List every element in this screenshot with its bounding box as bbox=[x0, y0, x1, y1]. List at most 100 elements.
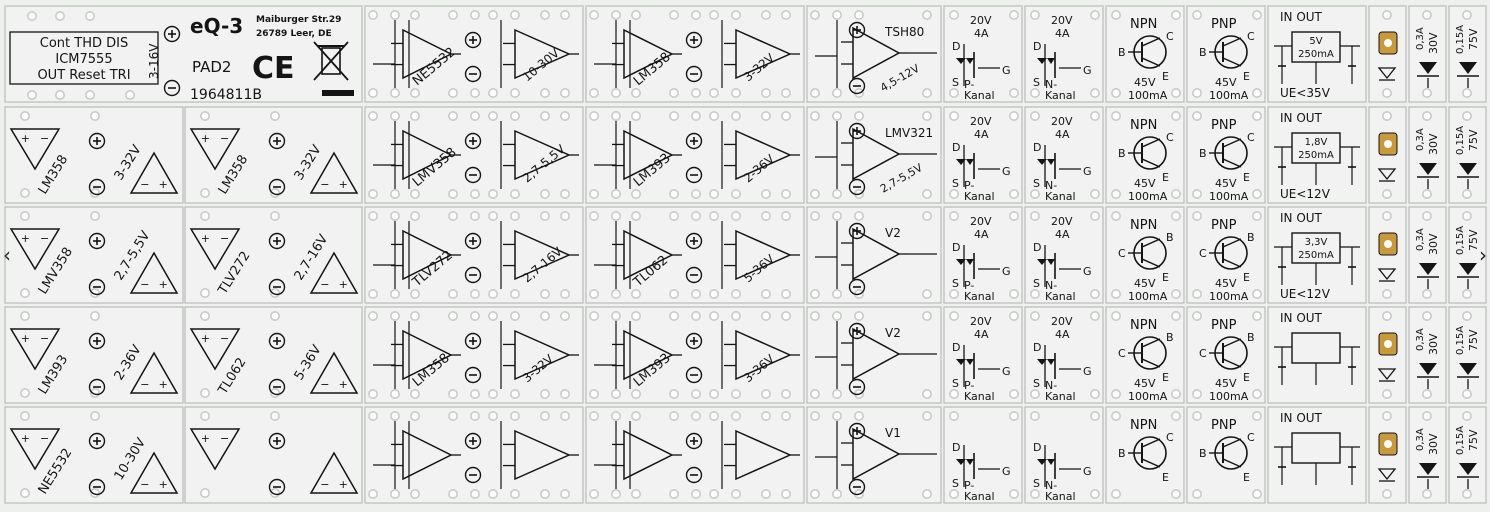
zener-voltage: 30V bbox=[1427, 333, 1440, 355]
minus-pin-icon bbox=[88, 478, 106, 496]
via-hole bbox=[1090, 189, 1101, 200]
pin-label-collector: B bbox=[1166, 231, 1174, 244]
via-hole bbox=[610, 288, 621, 299]
via-hole bbox=[367, 111, 378, 122]
pin-sign-label: + bbox=[159, 378, 168, 391]
via-hole bbox=[760, 111, 771, 122]
mosfet-voltage: 20V bbox=[970, 115, 992, 128]
via-hole bbox=[409, 88, 420, 99]
via-hole bbox=[610, 10, 621, 20]
via-hole bbox=[469, 189, 480, 200]
pin-sign-label: + bbox=[159, 178, 168, 191]
plus-pin-icon bbox=[848, 21, 866, 39]
regulator-io-label: IN OUT bbox=[1280, 311, 1323, 325]
via-hole bbox=[1171, 189, 1182, 200]
via-hole bbox=[367, 310, 378, 321]
via-hole bbox=[1008, 310, 1019, 321]
zener-diode-icon bbox=[1419, 263, 1437, 275]
via-hole bbox=[90, 111, 101, 122]
diode-current: 0,15A bbox=[1455, 126, 1466, 155]
timer-chip-name: ICM7555 bbox=[55, 52, 112, 67]
pin-label-base: B bbox=[1118, 447, 1126, 460]
mosfet-type: N- bbox=[1045, 279, 1057, 292]
pin-label-gate: G bbox=[1002, 365, 1011, 378]
via-hole bbox=[730, 488, 741, 499]
via-hole bbox=[26, 11, 37, 21]
via-hole bbox=[1008, 111, 1019, 122]
via-hole bbox=[1008, 410, 1019, 421]
minus-pin-icon bbox=[268, 378, 286, 396]
plus-pin-icon bbox=[464, 432, 482, 450]
via-hole bbox=[389, 410, 400, 421]
plus-pin-icon bbox=[848, 422, 866, 440]
pin-label-source: S bbox=[1033, 477, 1040, 490]
via-hole bbox=[610, 310, 621, 321]
via-hole bbox=[559, 111, 570, 122]
pin-label-base: B bbox=[1199, 447, 1207, 460]
mosfet-symbol-icon bbox=[956, 145, 1000, 187]
via-hole bbox=[1422, 88, 1433, 99]
pin-label-base: B bbox=[1199, 147, 1207, 160]
via-hole bbox=[780, 288, 791, 299]
transistor-type: NPN bbox=[1130, 218, 1157, 233]
adapter-cell-led bbox=[1377, 310, 1398, 399]
minus-pin-icon bbox=[88, 378, 106, 396]
via-hole bbox=[1422, 310, 1433, 321]
via-hole bbox=[1090, 211, 1101, 222]
via-hole bbox=[1422, 211, 1433, 222]
via-hole bbox=[831, 288, 842, 299]
via-hole bbox=[509, 189, 520, 200]
via-hole bbox=[760, 211, 771, 222]
plus-pin-icon bbox=[88, 232, 106, 250]
via-hole bbox=[1171, 488, 1182, 499]
plus-pin-icon bbox=[88, 432, 106, 450]
mosfet-type: P- bbox=[964, 279, 974, 292]
pin-label-base: B bbox=[1118, 147, 1126, 160]
via-hole bbox=[760, 310, 771, 321]
board-cell bbox=[943, 5, 1023, 103]
pin-sign-label: − bbox=[320, 178, 329, 191]
via-hole bbox=[730, 288, 741, 299]
via-hole bbox=[1171, 211, 1182, 222]
pin-label-drain: D bbox=[1033, 241, 1041, 254]
pin-sign-label: − bbox=[220, 432, 229, 445]
via-hole bbox=[1252, 189, 1263, 200]
via-hole bbox=[948, 189, 959, 200]
via-hole bbox=[539, 88, 550, 99]
via-hole bbox=[1111, 111, 1122, 122]
opamp-symbol-icon bbox=[9, 128, 61, 171]
via-hole bbox=[1382, 88, 1393, 99]
mosfet-symbol-icon bbox=[1037, 44, 1081, 86]
via-hole bbox=[389, 211, 400, 222]
pin-label-base: C bbox=[1118, 247, 1126, 260]
next-image-arrow-icon[interactable]: › bbox=[1479, 243, 1487, 267]
via-hole bbox=[367, 10, 378, 20]
board-cell bbox=[1267, 106, 1367, 204]
pin-sign-label: + bbox=[21, 232, 30, 245]
pin-label-source: S bbox=[952, 377, 959, 390]
pin-label-gate: G bbox=[1083, 265, 1092, 278]
via-hole bbox=[630, 111, 641, 122]
chip-name-label: V2 bbox=[885, 226, 901, 240]
mosfet-kanal: Kanal bbox=[1045, 490, 1076, 503]
minus-pin-icon bbox=[685, 466, 703, 484]
via-hole bbox=[630, 88, 641, 99]
transistor-voltage: 45V bbox=[1134, 277, 1156, 290]
board-cell bbox=[943, 406, 1023, 504]
via-hole bbox=[630, 310, 641, 321]
via-hole bbox=[469, 388, 480, 399]
board-cell bbox=[943, 306, 1023, 404]
via-hole bbox=[948, 410, 959, 421]
pin-label-collector: C bbox=[1247, 431, 1255, 444]
mosfet-symbol-icon bbox=[1037, 145, 1081, 187]
via-hole bbox=[610, 189, 621, 200]
mosfet-symbol-icon bbox=[956, 44, 1000, 86]
previous-image-arrow-icon[interactable]: ‹ bbox=[3, 243, 11, 267]
plus-pin-icon bbox=[88, 332, 106, 350]
